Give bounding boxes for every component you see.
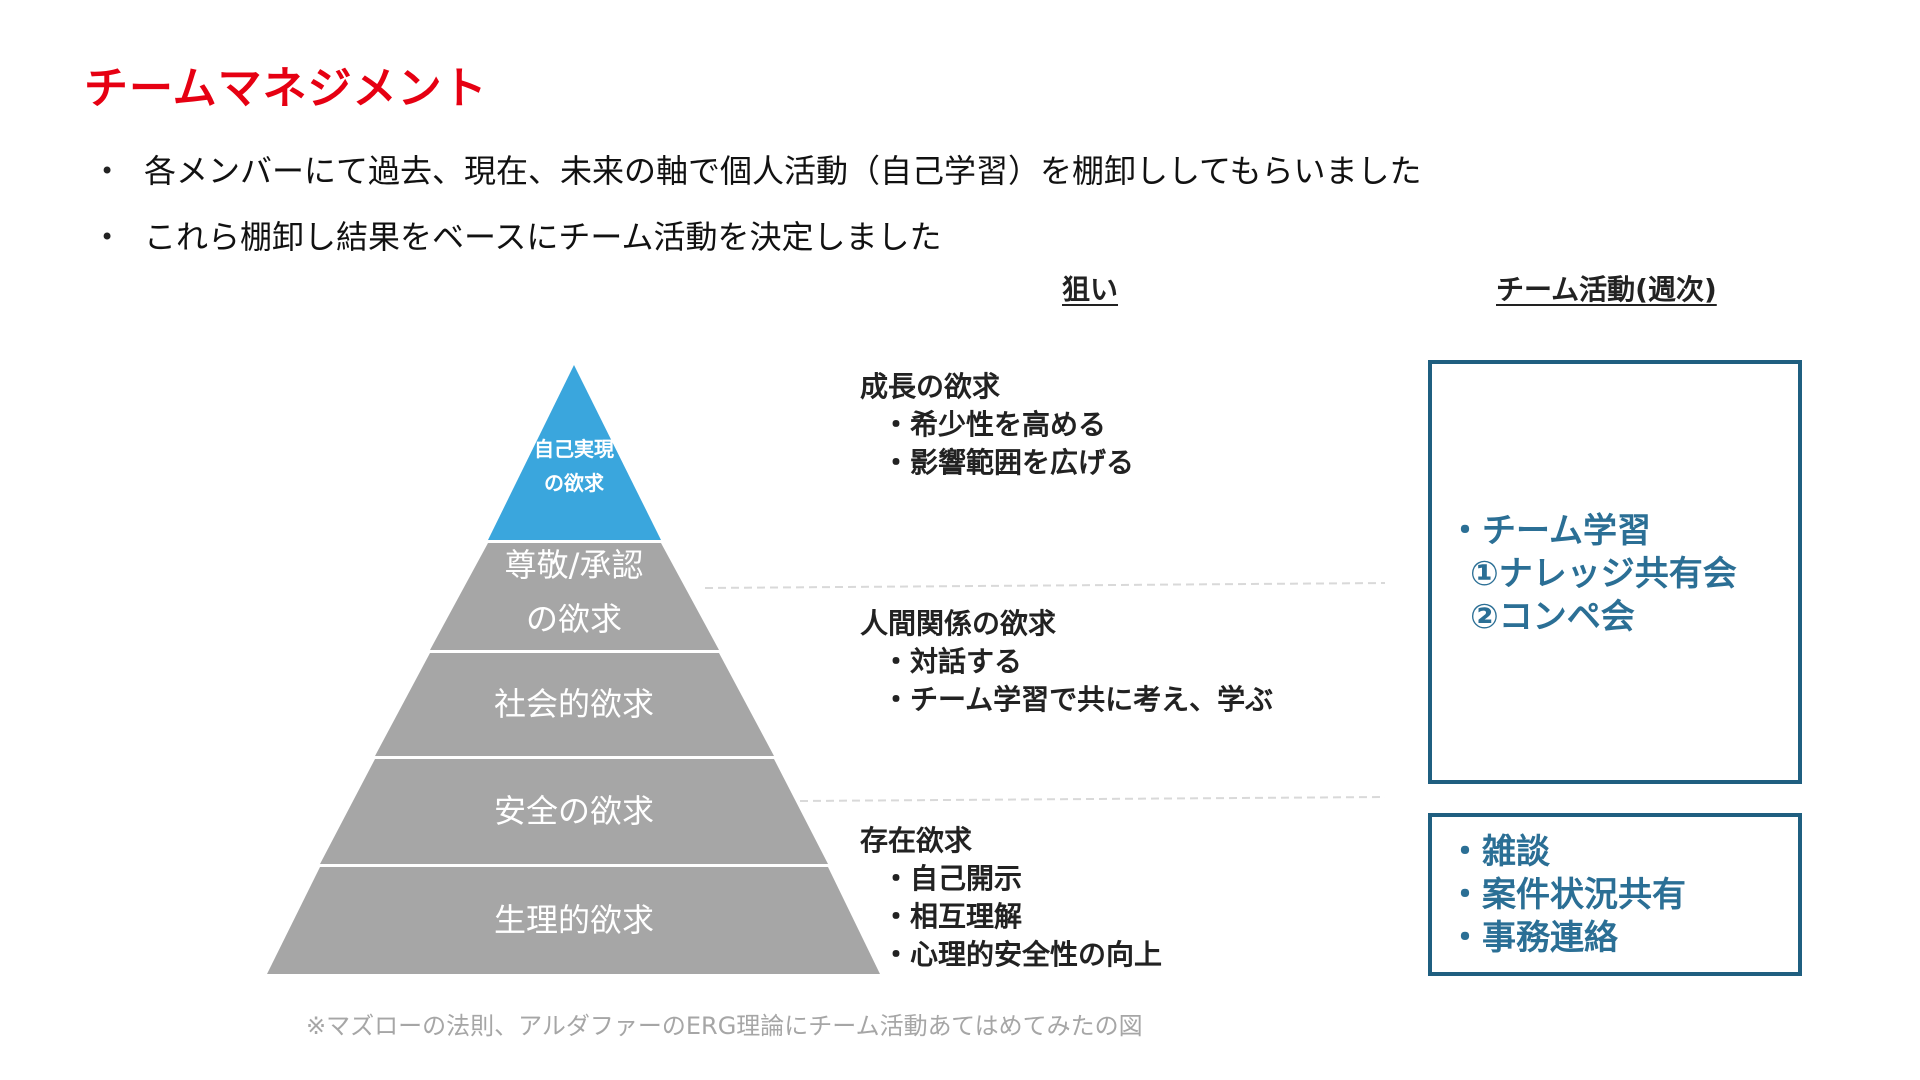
pyramid-top-line: の欲求 bbox=[544, 471, 604, 495]
pyramid-physiological-label: 生理的欲求 bbox=[493, 901, 654, 939]
slide-title: チームマネジメント bbox=[84, 63, 488, 114]
activity-item: ・雑談 bbox=[1448, 832, 1550, 872]
aim-item: ・チーム学習で共に考え、学ぶ bbox=[882, 683, 1274, 716]
activity-item: ・事務連絡 bbox=[1448, 918, 1618, 958]
pyramid-safety-label: 安全の欲求 bbox=[493, 792, 654, 830]
activity-lower-list: ・雑談 ・案件状況共有 ・事務連絡 bbox=[1448, 831, 1686, 960]
aim-heading: 成長の欲求 bbox=[860, 370, 1001, 403]
activity-item: ・案件状況共有 bbox=[1448, 875, 1686, 915]
divider-line-lower bbox=[799, 796, 1386, 802]
bullet-text: 各メンバーにて過去、現在、未来の軸で個人活動（自己学習）を棚卸ししてもらいました bbox=[144, 152, 1422, 190]
activity-item: ・チーム学習 bbox=[1448, 511, 1651, 551]
aim-heading: 存在欲求 bbox=[860, 824, 973, 857]
activity-box-upper: ・チーム学習 ①ナレッジ共有会 ②コンペ会 bbox=[1428, 360, 1802, 784]
activity-item: ①ナレッジ共有会 bbox=[1470, 554, 1737, 594]
divider-line-upper bbox=[704, 582, 1386, 589]
aim-item: ・対話する bbox=[882, 645, 1023, 678]
activity-box-lower: ・雑談 ・案件状況共有 ・事務連絡 bbox=[1428, 813, 1802, 976]
aim-item: ・心理的安全性の向上 bbox=[882, 938, 1163, 971]
aim-relationship: 人間関係の欲求 ・対話する ・チーム学習で共に考え、学ぶ bbox=[860, 605, 1273, 719]
bullet-marker: • bbox=[100, 223, 115, 251]
pyramid-level-esteem bbox=[430, 543, 719, 650]
pyramid-level-physiological bbox=[267, 867, 880, 974]
bullet-list: • 各メンバーにて過去、現在、未来の軸で個人活動（自己学習）を棚卸ししてもらいま… bbox=[100, 138, 1421, 270]
aim-item: ・希少性を高める bbox=[882, 408, 1107, 441]
aim-growth: 成長の欲求 ・希少性を高める ・影響範囲を広げる bbox=[860, 368, 1134, 482]
pyramid-esteem-label: 尊敬/承認 の欲求 bbox=[474, 538, 674, 646]
pyramid-top-segment bbox=[488, 365, 661, 540]
aim-item: ・相互理解 bbox=[882, 900, 1023, 933]
bullet-marker: • bbox=[100, 157, 115, 185]
pyramid-level-social bbox=[375, 653, 774, 756]
bullet-item: • 各メンバーにて過去、現在、未来の軸で個人活動（自己学習）を棚卸ししてもらいま… bbox=[100, 138, 1421, 204]
pyramid-top-line: 自己実現 bbox=[534, 437, 614, 461]
pyramid-esteem-line: の欲求 bbox=[525, 600, 622, 638]
aim-column-header: 狙い bbox=[1062, 273, 1119, 306]
activity-upper-list: ・チーム学習 ①ナレッジ共有会 ②コンペ会 bbox=[1448, 510, 1737, 639]
pyramid-esteem-line: 尊敬/承認 bbox=[504, 546, 644, 584]
aim-heading: 人間関係の欲求 bbox=[860, 607, 1057, 640]
activity-column-header: チーム活動(週次) bbox=[1496, 273, 1717, 306]
pyramid-level-safety bbox=[320, 759, 828, 864]
pyramid-social-label: 社会的欲求 bbox=[493, 685, 654, 723]
aim-item: ・自己開示 bbox=[882, 862, 1023, 895]
aim-existence: 存在欲求 ・自己開示 ・相互理解 ・心理的安全性の向上 bbox=[860, 822, 1162, 974]
activity-item: ②コンペ会 bbox=[1470, 597, 1635, 637]
footnote: ※マズローの法則、アルダファーのERG理論にチーム活動あてはめてみたの図 bbox=[306, 1012, 1143, 1040]
bullet-text: これら棚卸し結果をベースにチーム活動を決定しました bbox=[144, 218, 942, 256]
aim-item: ・影響範囲を広げる bbox=[882, 446, 1135, 479]
pyramid-top-label: 自己実現 の欲求 bbox=[514, 432, 634, 500]
bullet-item: • これら棚卸し結果をベースにチーム活動を決定しました bbox=[100, 204, 1421, 270]
